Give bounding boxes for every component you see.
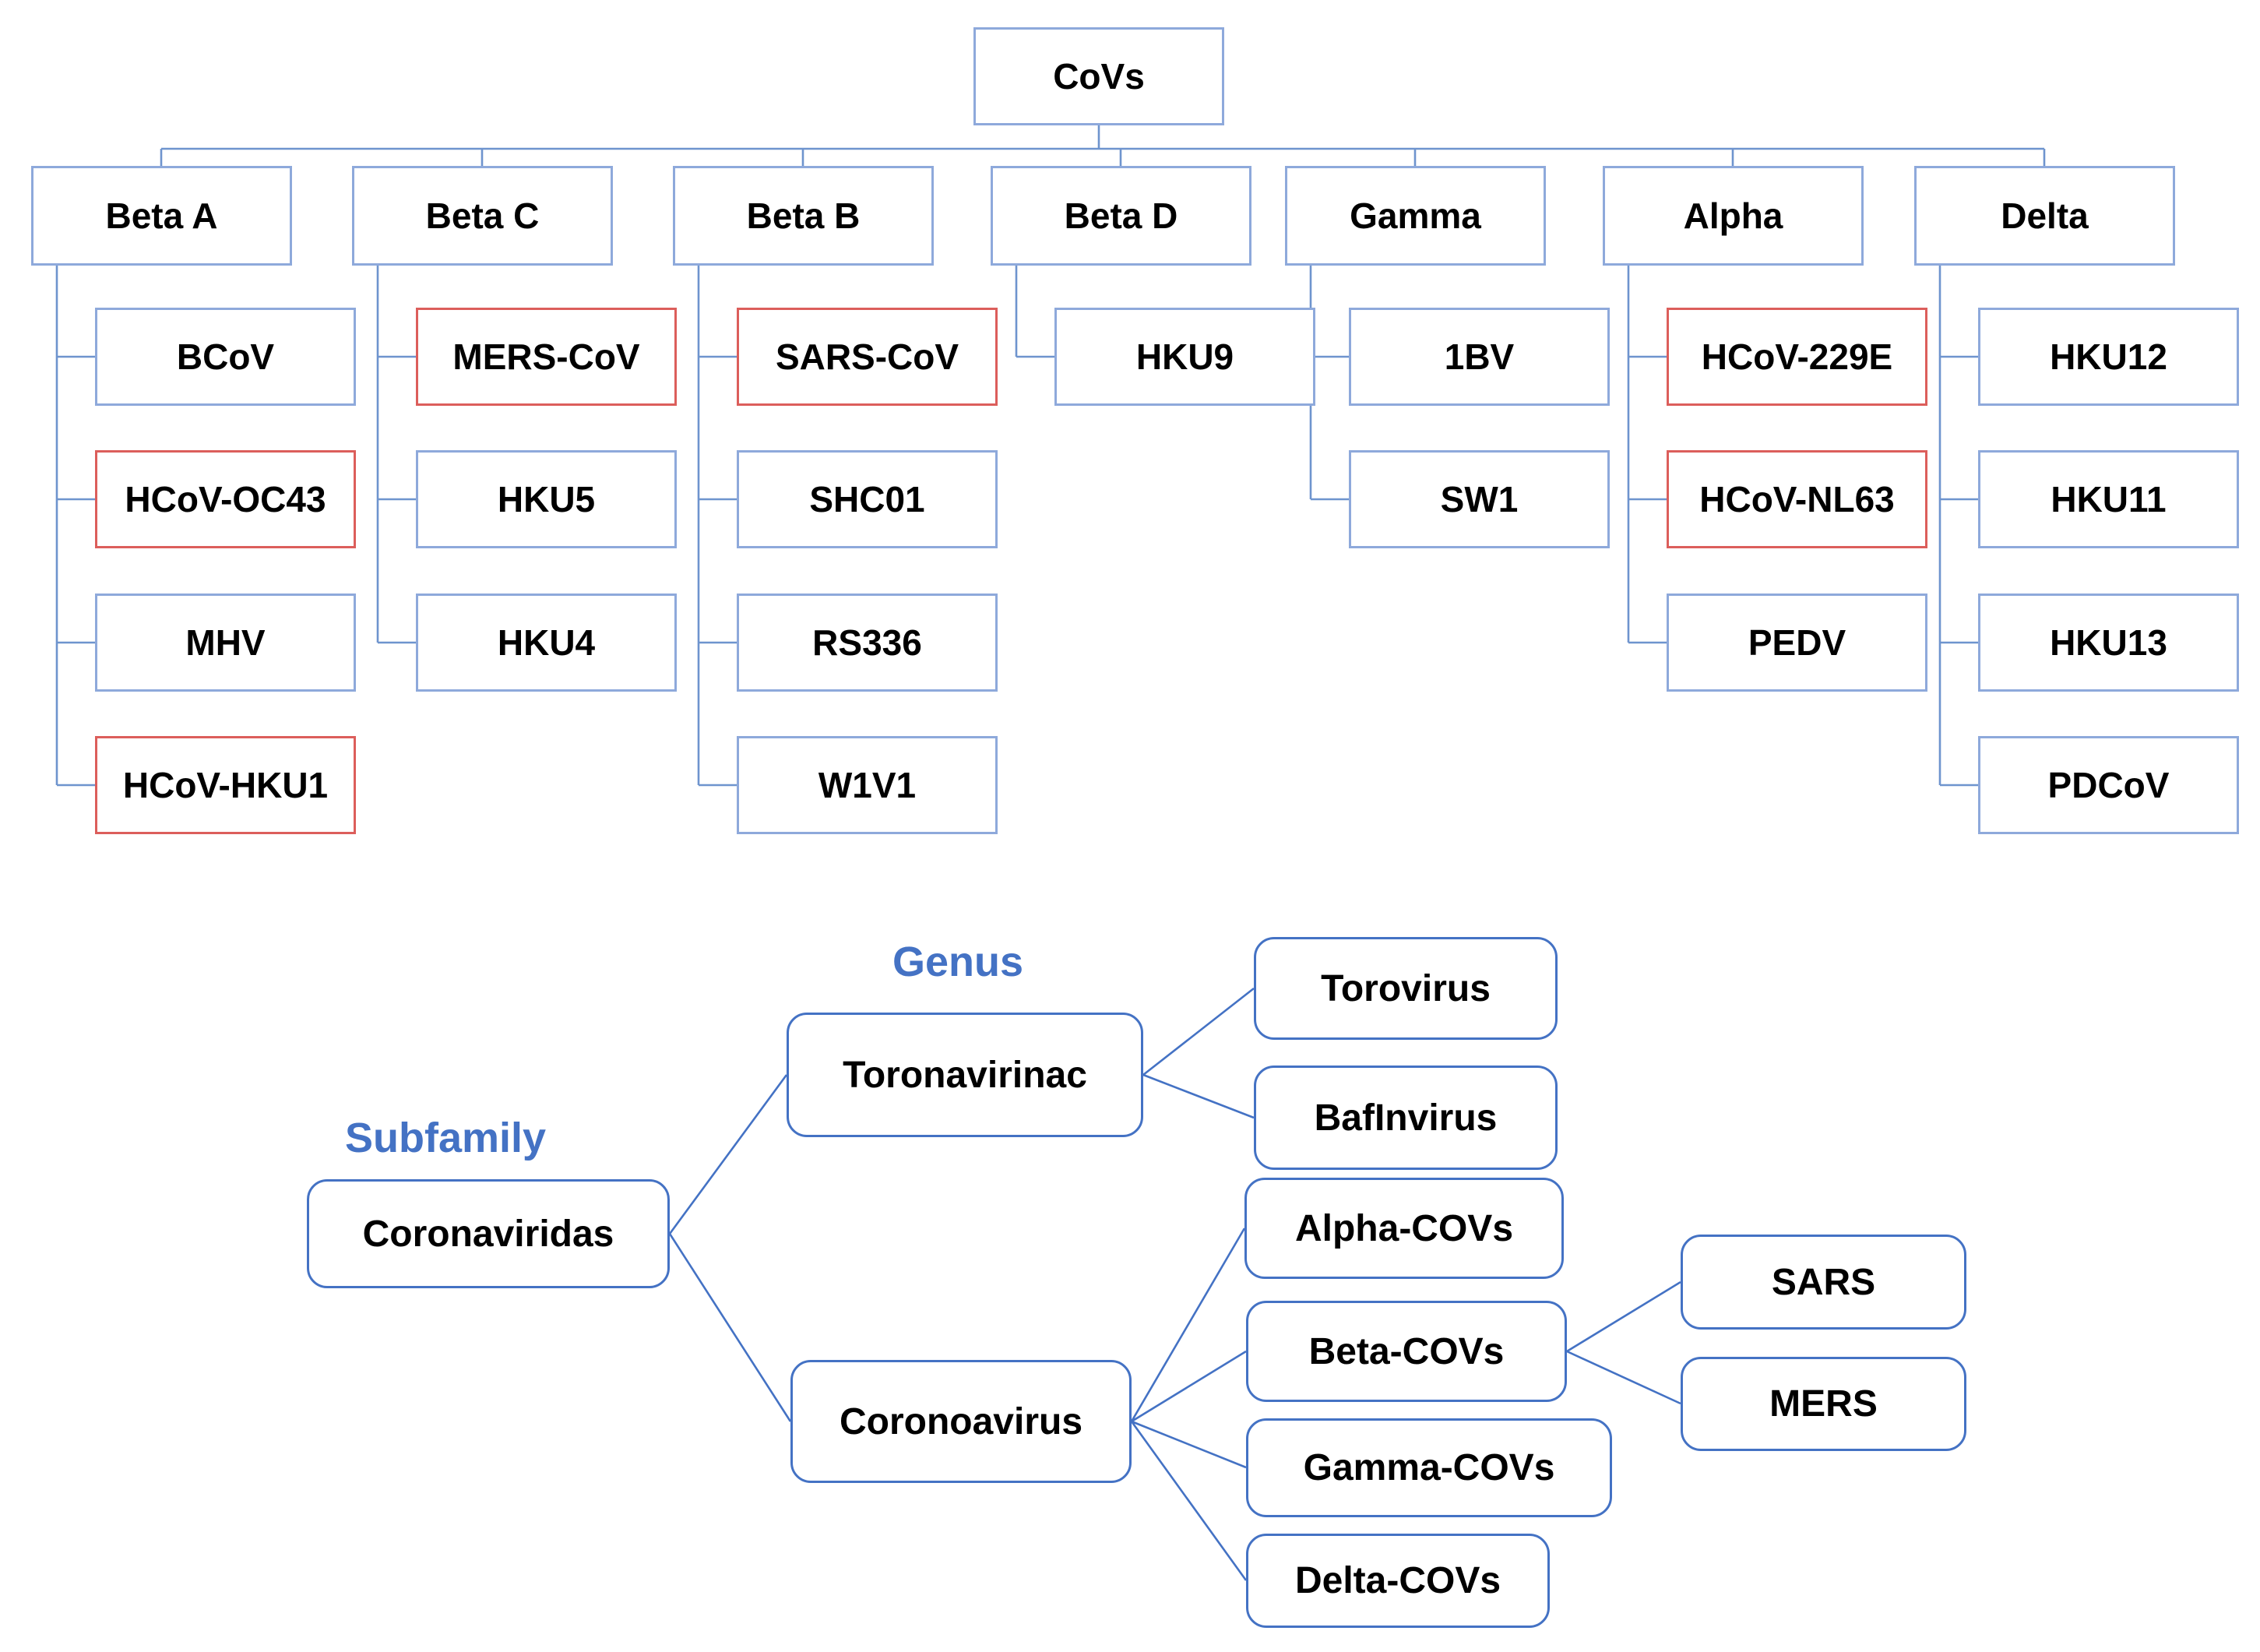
top-tree-connectors bbox=[55, 125, 2046, 787]
node-1bv: 1BV bbox=[1349, 308, 1610, 406]
node-delta: Delta bbox=[1914, 166, 2175, 266]
node-sars-cov: SARS-CoV bbox=[737, 308, 998, 406]
node-hku11: HKU11 bbox=[1978, 450, 2239, 548]
node-coronaviridas: Coronaviridas bbox=[307, 1179, 670, 1288]
node-gamma-covs: Gamma-COVs bbox=[1246, 1418, 1612, 1517]
node-pedv: PEDV bbox=[1667, 594, 1927, 692]
gamma-branch-lines bbox=[1309, 266, 1349, 501]
node-torovirus: Torovirus bbox=[1254, 937, 1558, 1040]
node-sw1: SW1 bbox=[1349, 450, 1610, 548]
node-bcov: BCoV bbox=[95, 308, 356, 406]
node-pdcov: PDCoV bbox=[1978, 736, 2239, 834]
node-toronavirinac: Toronavirinac bbox=[787, 1013, 1143, 1137]
node-beta-a: Beta A bbox=[31, 166, 292, 266]
node-beta-covs: Beta-COVs bbox=[1246, 1301, 1567, 1402]
node-hcov-hku1: HCoV-HKU1 bbox=[95, 736, 356, 834]
node-hku12: HKU12 bbox=[1978, 308, 2239, 406]
node-w1v1: W1V1 bbox=[737, 736, 998, 834]
beta-a-branch-lines bbox=[55, 266, 95, 787]
bottom-tree-connectors bbox=[668, 987, 1681, 1581]
node-sars: SARS bbox=[1681, 1235, 1966, 1330]
node-beta-d: Beta D bbox=[991, 166, 1251, 266]
beta-c-branch-lines bbox=[376, 266, 416, 644]
node-bafinvirus: BafInvirus bbox=[1254, 1066, 1558, 1170]
delta-branch-lines bbox=[1938, 266, 1978, 787]
beta-b-branch-lines bbox=[697, 266, 737, 787]
beta-d-branch-lines bbox=[1015, 266, 1054, 358]
node-covs-root: CoVs bbox=[973, 27, 1224, 125]
node-hcov-229e: HCoV-229E bbox=[1667, 308, 1927, 406]
node-hku5: HKU5 bbox=[416, 450, 677, 548]
node-hcov-oc43: HCoV-OC43 bbox=[95, 450, 356, 548]
alpha-branch-lines bbox=[1627, 266, 1667, 644]
node-coronoavirus: Coronoavirus bbox=[790, 1360, 1132, 1483]
node-mers: MERS bbox=[1681, 1357, 1966, 1451]
genus-level-label: Genus bbox=[892, 939, 1024, 985]
node-mers-cov: MERS-CoV bbox=[416, 308, 677, 406]
root-bus-line bbox=[160, 125, 2046, 166]
subfamily-level-label: Subfamily bbox=[345, 1115, 547, 1161]
node-delta-covs: Delta-COVs bbox=[1246, 1534, 1550, 1628]
node-alpha-covs: Alpha-COVs bbox=[1244, 1178, 1564, 1279]
node-hku13: HKU13 bbox=[1978, 594, 2239, 692]
bottom-branch-lines bbox=[668, 987, 1681, 1581]
node-hku4: HKU4 bbox=[416, 594, 677, 692]
node-rs336: RS336 bbox=[737, 594, 998, 692]
node-gamma: Gamma bbox=[1285, 166, 1546, 266]
node-alpha: Alpha bbox=[1603, 166, 1864, 266]
node-beta-b: Beta B bbox=[673, 166, 934, 266]
node-hcov-nl63: HCoV-NL63 bbox=[1667, 450, 1927, 548]
node-beta-c: Beta C bbox=[352, 166, 613, 266]
node-hku9: HKU9 bbox=[1054, 308, 1315, 406]
node-shc01: SHC01 bbox=[737, 450, 998, 548]
node-mhv: MHV bbox=[95, 594, 356, 692]
